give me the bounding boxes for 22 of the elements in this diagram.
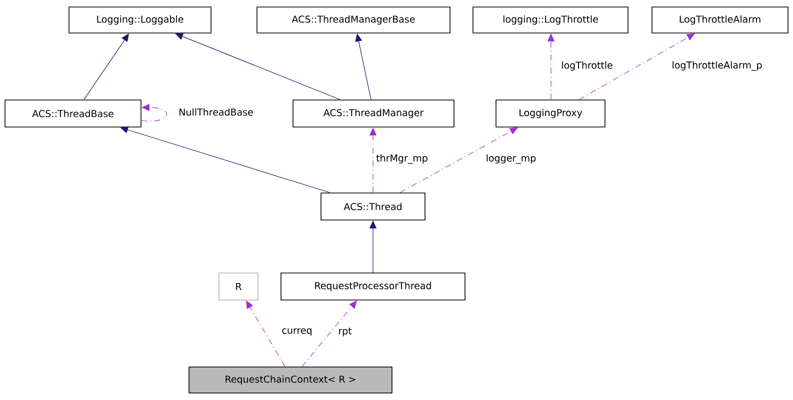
edge-label: rpt <box>337 326 353 338</box>
arrow <box>120 126 330 193</box>
arrow <box>400 127 518 193</box>
class-box: ACS::Thread <box>320 192 426 220</box>
edge-label: thrMgr_mp <box>375 153 429 165</box>
edge-label: curreq <box>280 327 314 337</box>
class-box: Logging::Loggable <box>68 6 212 34</box>
edge-label: NullThreadBase <box>178 107 254 117</box>
class-box: LoggingProxy <box>496 100 606 128</box>
arrow <box>578 33 695 100</box>
class-box: RequestProcessorThread <box>280 272 466 300</box>
class-box: RequestChainContext< R > <box>188 366 392 394</box>
arrow <box>175 33 340 100</box>
class-box: ACS::ThreadBase <box>4 100 142 128</box>
edge-label: logThrottle <box>560 60 614 72</box>
edge-label: logThrottleAlarm_p <box>670 60 764 72</box>
class-box: LogThrottleAlarm <box>652 6 788 34</box>
class-box: ACS::ThreadManager <box>292 100 454 128</box>
class-box: logging::LogThrottle <box>472 6 628 34</box>
edge-label: logger_mp <box>484 153 538 165</box>
class-box: ACS::ThreadManagerBase <box>256 6 450 34</box>
class-box: R <box>218 272 258 300</box>
